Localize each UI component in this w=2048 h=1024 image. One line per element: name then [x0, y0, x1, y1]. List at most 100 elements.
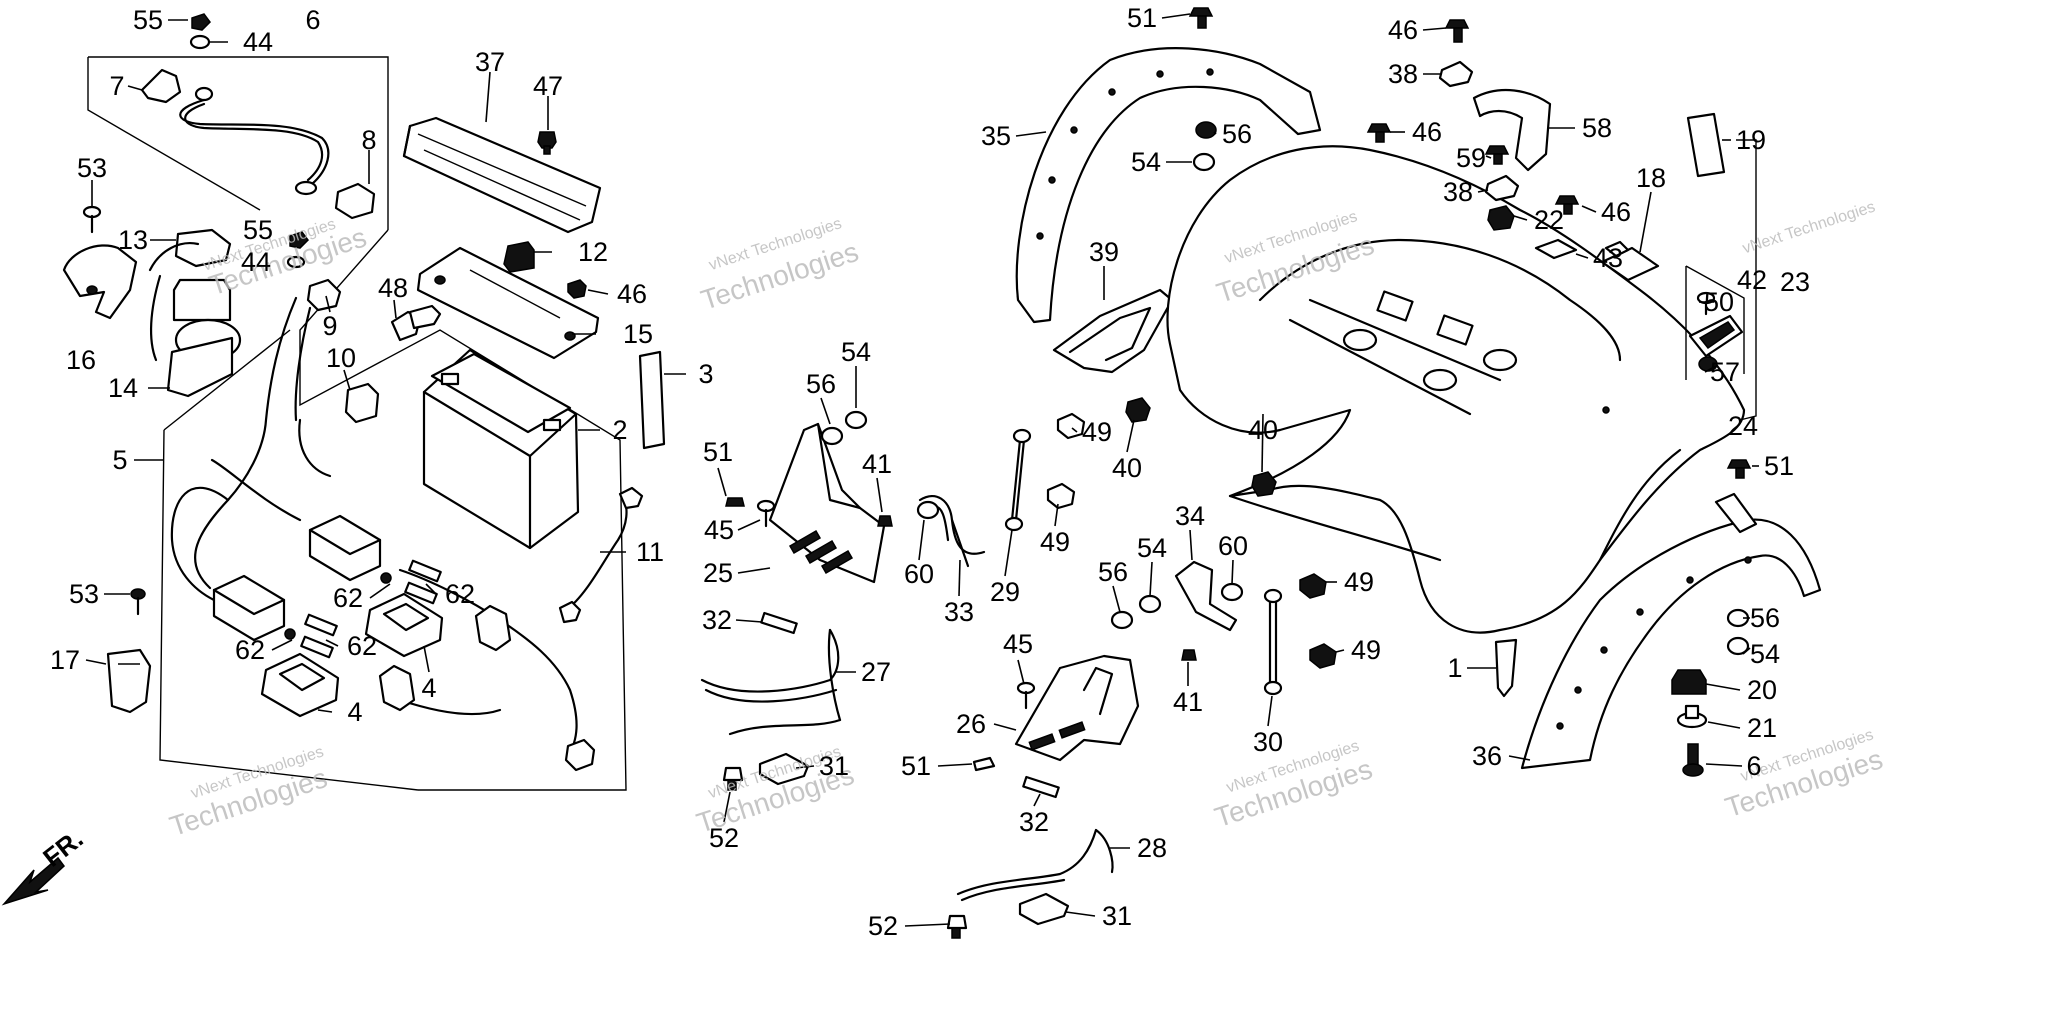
part-number-51: 51	[1764, 451, 1794, 481]
part-number-49: 49	[1082, 417, 1112, 447]
fender-guard-35	[1015, 47, 1322, 324]
rubber-49-right-lower	[1309, 643, 1337, 669]
part-number-44: 44	[241, 247, 271, 277]
part-number-31: 31	[1102, 901, 1132, 931]
part-number-4: 4	[421, 673, 436, 703]
collar-32-center	[760, 611, 798, 635]
part-number-57: 57	[1710, 357, 1740, 387]
part-number-37: 37	[475, 47, 505, 77]
part-number-28: 28	[1137, 833, 1167, 863]
part-number-42: 42	[1737, 265, 1767, 295]
battery-cover-37	[402, 116, 602, 234]
bolt-51-right	[1726, 459, 1752, 479]
part-number-49: 49	[1344, 567, 1374, 597]
fuse-cover-4-upper	[364, 592, 444, 658]
bolt-6-right	[1682, 743, 1704, 777]
battery-holder-15	[416, 246, 600, 360]
nut-55-mid	[289, 231, 309, 249]
watermark-4: vNext Technologies	[1740, 198, 1877, 257]
part-number-46: 46	[1601, 197, 1631, 227]
part-number-8: 8	[361, 125, 376, 155]
bracket-16	[62, 244, 138, 320]
part-number-12: 12	[578, 237, 608, 267]
stay-39	[1052, 288, 1174, 374]
part-number-35: 35	[981, 121, 1011, 151]
part-number-10: 10	[326, 343, 356, 373]
part-number-56: 56	[1222, 119, 1252, 149]
clip-17	[106, 648, 152, 714]
part-number-51: 51	[1127, 3, 1157, 33]
bolt-47	[537, 131, 557, 155]
part-number-49: 49	[1040, 527, 1070, 557]
collar-32-lower	[1022, 775, 1060, 799]
battery-cable-6	[179, 98, 330, 196]
lead-wire-11	[558, 486, 644, 624]
part-number-52: 52	[868, 911, 898, 941]
part-number-25: 25	[703, 558, 733, 588]
part-number-6: 6	[1746, 751, 1761, 781]
part-number-39: 39	[1089, 237, 1119, 267]
part-number-59: 59	[1456, 143, 1486, 173]
part-number-6: 6	[305, 5, 320, 35]
washer-44-mid	[286, 255, 306, 269]
part-number-60: 60	[904, 559, 934, 589]
plug-1	[1494, 638, 1518, 698]
bolt-41-lower	[1181, 649, 1197, 661]
part-number-62: 62	[445, 579, 475, 609]
part-number-4: 4	[347, 697, 362, 727]
part-number-53: 53	[77, 153, 107, 183]
step-bar-28	[956, 828, 1114, 902]
bolt-45-lower	[1016, 681, 1036, 710]
pad-3	[638, 350, 666, 450]
fuse-holder-upper	[308, 514, 382, 582]
part-number-33: 33	[944, 597, 974, 627]
part-number-32: 32	[702, 605, 732, 635]
part-number-40: 40	[1112, 453, 1142, 483]
watermark-7: vNext Technologies Technologies	[1211, 738, 1376, 834]
part-number-20: 20	[1747, 675, 1777, 705]
bolt-46-right	[1554, 195, 1580, 215]
part-number-41: 41	[1173, 687, 1203, 717]
watermark-5: vNext Technologies Technologies	[166, 743, 331, 842]
step-bar-27	[700, 628, 842, 736]
connector-boots	[378, 604, 596, 772]
nut-55-top	[191, 13, 211, 31]
relay-13	[148, 228, 232, 362]
rubber-49-lower	[1046, 482, 1076, 510]
part-number-53: 53	[69, 579, 99, 609]
bracket-34	[1174, 560, 1238, 632]
starter-relay-14	[166, 278, 242, 398]
pad-43	[1534, 238, 1578, 260]
bracket-31-lower	[1018, 892, 1070, 926]
bolt-45-center	[756, 499, 776, 528]
part-number-11: 11	[636, 537, 664, 567]
rubber-49-right-upper	[1299, 573, 1327, 599]
part-number-62: 62	[347, 631, 377, 661]
part-number-21: 21	[1747, 713, 1777, 743]
part-number-54: 54	[1137, 533, 1167, 563]
part-number-7: 7	[109, 71, 124, 101]
nut-38-mid	[1484, 174, 1520, 202]
bolt-41-center	[877, 515, 893, 527]
cable-end-7	[140, 68, 214, 104]
part-number-45: 45	[1003, 629, 1033, 659]
part-number-9: 9	[322, 311, 337, 341]
part-number-2: 2	[612, 415, 627, 445]
part-number-13: 13	[118, 225, 148, 255]
front-direction-arrow	[1, 856, 66, 906]
part-number-40: 40	[1248, 415, 1278, 445]
bolt-52-lower	[946, 914, 968, 939]
part-number-55: 55	[133, 5, 163, 35]
rubber-40-left	[1125, 397, 1151, 423]
part-number-52: 52	[709, 823, 739, 853]
nut-54-lower	[1138, 594, 1162, 614]
watermark-1: vNext Technologies Technologies	[201, 216, 370, 302]
bolt-51-lower	[972, 756, 996, 772]
part-number-56: 56	[806, 369, 836, 399]
part-number-54: 54	[841, 337, 871, 367]
part-number-36: 36	[1472, 741, 1502, 771]
terminal-boot-9	[306, 278, 342, 312]
part-number-62: 62	[333, 583, 363, 613]
battery-group-outline	[87, 56, 627, 791]
reflector-42	[1688, 314, 1744, 358]
